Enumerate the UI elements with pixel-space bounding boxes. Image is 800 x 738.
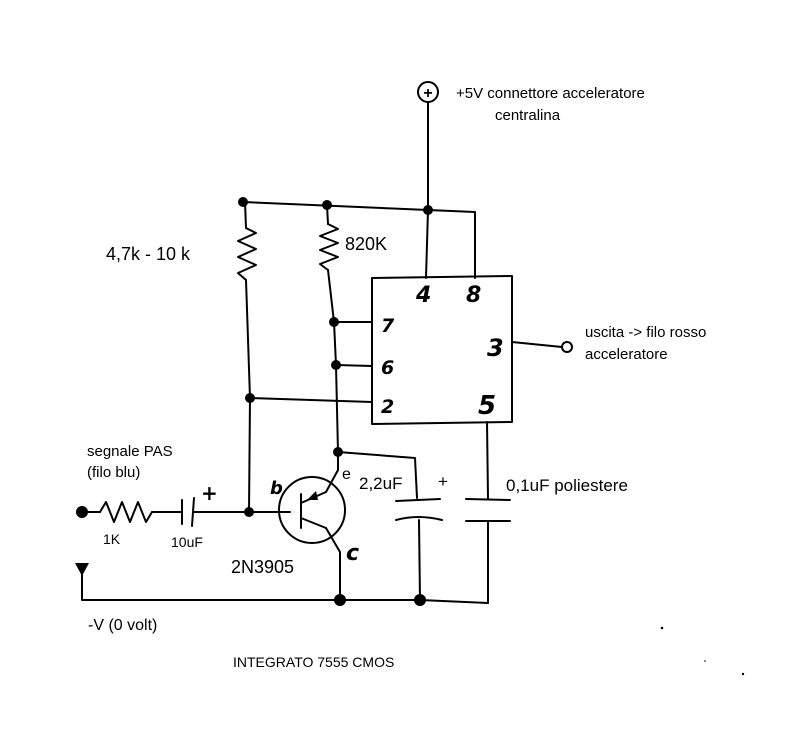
scan-specks: [660, 626, 745, 676]
capacitor-2-2uf-plus: +: [438, 472, 448, 491]
junction-dot: [244, 507, 254, 517]
junction-dot: [423, 205, 433, 215]
ground-terminal: [75, 563, 89, 576]
supply-plus-symbol: +: [423, 85, 432, 102]
ground-label: -V (0 volt): [88, 617, 157, 634]
speck: [704, 660, 706, 662]
input-terminal: [76, 506, 88, 518]
output-terminal: [561, 341, 573, 353]
junction-dot: [333, 447, 343, 457]
wire-collector: [325, 527, 341, 601]
capacitor-2-2uf-label: 2,2uF: [359, 474, 402, 493]
wire-emitter-cap: [337, 451, 418, 499]
transistor-collector-leg: [300, 517, 327, 529]
junction-dot: [331, 360, 341, 370]
wire-pin6: [335, 364, 373, 367]
wire-c22-bottom: [418, 519, 421, 601]
output-label-line2: acceleratore: [585, 346, 668, 363]
resistor-var-label: 4,7k - 10 k: [106, 244, 191, 264]
capacitor-2-2uf-plate: [395, 498, 441, 502]
ic-7555: 4 8 7 6 2 3 5: [371, 275, 513, 425]
wire-top-bus: [242, 201, 429, 211]
ic-pin-3: 3: [487, 334, 504, 362]
capacitor-0-1uf: [465, 498, 511, 522]
wire-pin3: [511, 341, 563, 348]
transistor-collector-label: c: [346, 541, 359, 566]
wire-pin2: [249, 397, 373, 403]
capacitor-2-2uf-plate: [395, 516, 443, 521]
junction-dot: [322, 200, 332, 210]
wire-emitter: [325, 451, 339, 493]
transistor-body: [278, 476, 346, 544]
transistor-base-label: b: [270, 478, 283, 499]
ic-pin-6: 6: [381, 357, 394, 379]
transistor: [278, 476, 346, 544]
junction-dot: [414, 594, 426, 606]
input-label: segnale PAS: [87, 443, 173, 460]
junctions: [238, 197, 433, 606]
ic-title: INTEGRATO 7555 CMOS: [233, 654, 394, 670]
speck: [741, 672, 745, 676]
supply-terminal: +: [417, 81, 439, 103]
resistor-820k-label: 820K: [345, 234, 387, 254]
wire-r820-bottom: [327, 269, 339, 453]
junction-dot: [245, 393, 255, 403]
wire-pin8: [427, 209, 476, 279]
ic-pin-5: 5: [478, 391, 496, 421]
capacitor-2-2uf: [395, 498, 443, 521]
wire-pin5: [486, 421, 489, 499]
ic-pin-4: 4: [415, 283, 431, 308]
output-label: uscita -> filo rosso: [585, 324, 706, 341]
capacitor-10uf-plus: +: [201, 481, 218, 505]
resistor-var: [237, 227, 257, 281]
supply-label: +5V connettore acceleratore: [456, 85, 645, 102]
ic-body: [371, 275, 513, 425]
wire-pin4: [425, 209, 429, 279]
transistor-emitter-label: e: [342, 466, 351, 483]
supply-label-line2: centralina: [495, 107, 561, 124]
capacitor-10uf-plate: [191, 497, 195, 527]
junction-dot: [238, 197, 248, 207]
resistor-1k: [99, 501, 153, 523]
junction-dot: [329, 317, 339, 327]
junction-dot: [334, 594, 346, 606]
capacitor-10uf: [181, 497, 195, 527]
ic-pin-2: 2: [381, 396, 394, 418]
transistor-emitter-arrow: [307, 491, 318, 500]
resistor-1k-label: 1K: [103, 531, 121, 547]
transistor-model-label: 2N3905: [231, 557, 294, 577]
ic-pin-7: 7: [381, 315, 395, 337]
capacitor-10uf-label: 10uF: [171, 534, 203, 550]
capacitor-0-1uf-plate: [465, 498, 511, 501]
speck: [660, 626, 664, 630]
resistor-820k: [319, 223, 339, 271]
ic-pin-8: 8: [466, 283, 481, 308]
input-label-line2: (filo blu): [87, 464, 140, 481]
capacitor-0-1uf-label: 0,1uF poliestere: [506, 476, 628, 495]
